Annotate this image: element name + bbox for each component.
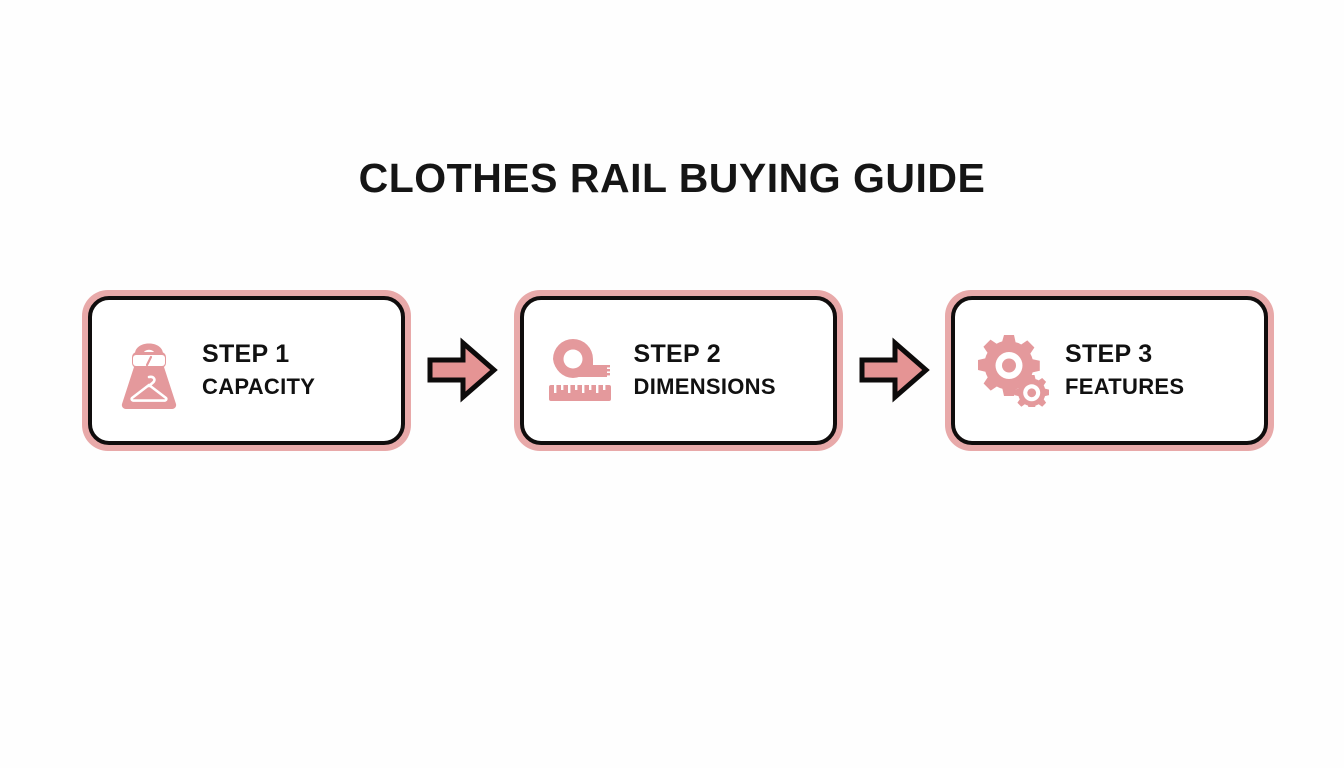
step-card-1[interactable]: STEP 1 CAPACITY: [82, 289, 411, 451]
step-1-text: STEP 1 CAPACITY: [186, 342, 401, 398]
steps-row: STEP 1 CAPACITY: [82, 288, 1274, 452]
step-card-2[interactable]: STEP 2 DIMENSIONS: [513, 289, 843, 451]
arrow-right-icon: [856, 330, 932, 410]
step-card-3[interactable]: STEP 3 FEATURES: [945, 289, 1274, 451]
arrow-right-icon: [424, 330, 500, 410]
step-1-name: CAPACITY: [202, 374, 316, 399]
step-card-2-inner: STEP 2 DIMENSIONS: [519, 295, 837, 445]
gears-icon: [975, 327, 1049, 413]
step-card-1-inner: STEP 1 CAPACITY: [88, 295, 405, 445]
step-2-label: STEP 2: [633, 340, 721, 368]
step-3-label: STEP 3: [1065, 340, 1153, 368]
step-3-text: STEP 3 FEATURES: [1049, 342, 1264, 398]
weight-scale-hanger-icon: [112, 327, 186, 413]
step-1-label: STEP 1: [202, 340, 290, 368]
step-2-name: DIMENSIONS: [633, 374, 776, 399]
step-3-name: FEATURES: [1065, 374, 1185, 399]
step-2-text: STEP 2 DIMENSIONS: [618, 342, 833, 398]
page-title: CLOTHES RAIL BUYING GUIDE: [358, 155, 986, 201]
tape-measure-ruler-icon: [544, 327, 618, 413]
step-card-3-inner: STEP 3 FEATURES: [951, 295, 1268, 445]
